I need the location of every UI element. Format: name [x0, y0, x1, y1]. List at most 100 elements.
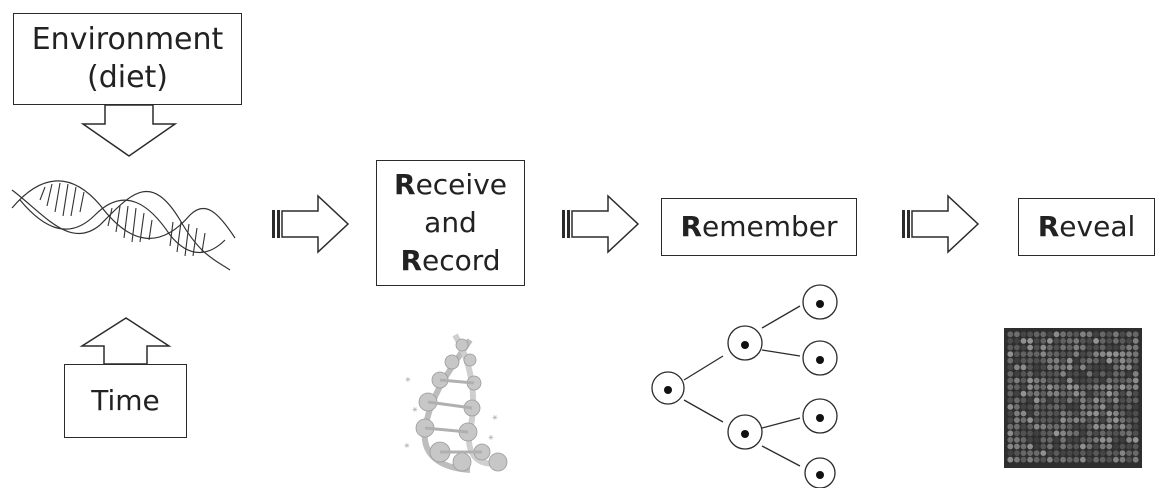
array-spot [1106, 357, 1113, 364]
array-spot [1053, 404, 1060, 410]
array-spot [1126, 417, 1132, 423]
array-spot [1086, 430, 1093, 437]
array-spot [1033, 390, 1040, 397]
array-spot [1053, 351, 1060, 357]
array-spot [1132, 351, 1139, 357]
array-spot [1033, 417, 1040, 423]
array-spot [1073, 450, 1080, 456]
array-spot [1040, 430, 1047, 437]
array-spot [1106, 450, 1113, 456]
array-spot [1126, 443, 1132, 450]
array-spot [1126, 397, 1132, 404]
array-spot [1099, 390, 1106, 397]
array-spot [1033, 331, 1040, 338]
array-spot [1020, 404, 1027, 410]
array-spot [1027, 417, 1033, 423]
array-spot [1060, 338, 1066, 344]
array-spot [1126, 338, 1132, 344]
array-spot [1040, 404, 1047, 410]
array-spot [1047, 456, 1053, 463]
array-spot [1113, 430, 1119, 437]
array-spot [1113, 410, 1119, 417]
array-spot [1080, 417, 1086, 423]
array-spot [1047, 417, 1053, 423]
array-spot [1080, 377, 1086, 384]
array-spot [1126, 351, 1132, 357]
array-spot [1086, 390, 1093, 397]
array-spot [1027, 397, 1033, 404]
array-spot [1007, 364, 1014, 371]
array-spot [1080, 351, 1086, 357]
array-spot [1040, 357, 1047, 364]
array-spot [1053, 410, 1060, 417]
array-spot [1106, 364, 1113, 371]
array-spot [1014, 338, 1020, 344]
array-spot [1014, 357, 1020, 364]
array-spot [1080, 423, 1086, 430]
array-spot [1080, 450, 1086, 456]
time-up-arrow-icon [79, 317, 172, 365]
array-spot [1132, 456, 1139, 463]
array-spot [1119, 377, 1126, 384]
array-spot [1066, 417, 1073, 423]
array-spot [1106, 437, 1113, 443]
array-spot [1053, 344, 1060, 351]
array-spot [1113, 423, 1119, 430]
array-spot [1014, 456, 1020, 463]
array-spot [1073, 344, 1080, 351]
array-spot [1093, 443, 1099, 450]
array-spot [1126, 437, 1132, 443]
array-spot [1007, 377, 1014, 384]
array-spot [1099, 397, 1106, 404]
array-spot [1119, 423, 1126, 430]
array-spot [1099, 351, 1106, 357]
array-spot [1119, 410, 1126, 417]
array-spot [1007, 390, 1014, 397]
receive-record-box: Receive and Record [376, 160, 525, 286]
array-spot [1073, 397, 1080, 404]
and-label: and [424, 206, 477, 239]
array-spot [1020, 371, 1027, 377]
array-spot [1007, 384, 1014, 390]
array-spot [1007, 430, 1014, 437]
array-spot [1132, 344, 1139, 351]
array-spot [1073, 338, 1080, 344]
array-spot [1066, 443, 1073, 450]
array-spot [1132, 450, 1139, 456]
array-spot [1066, 404, 1073, 410]
array-spot [1053, 417, 1060, 423]
array-spot [1132, 423, 1139, 430]
array-spot [1113, 357, 1119, 364]
svg-text:✳: ✳ [404, 442, 410, 450]
array-spot [1040, 371, 1047, 377]
array-spot [1119, 437, 1126, 443]
array-spot [1099, 443, 1106, 450]
array-spot [1086, 417, 1093, 423]
array-spot [1027, 357, 1033, 364]
environment-label: Environment [31, 22, 224, 57]
microarray-heatmap-icon [1004, 328, 1142, 468]
array-spot [1106, 404, 1113, 410]
array-spot [1047, 430, 1053, 437]
array-spot [1020, 338, 1027, 344]
array-spot [1099, 423, 1106, 430]
array-spot [1093, 437, 1099, 443]
remember-box: Remember [661, 198, 857, 256]
array-spot [1126, 430, 1132, 437]
array-spot [1014, 410, 1020, 417]
array-spot [1027, 351, 1033, 357]
array-spot [1113, 397, 1119, 404]
array-spot [1073, 364, 1080, 371]
array-spot [1132, 410, 1139, 417]
array-spot [1007, 450, 1014, 456]
array-spot [1027, 430, 1033, 437]
arrow-to-remember-icon [562, 194, 640, 254]
array-spot [1047, 423, 1053, 430]
array-spot [1119, 443, 1126, 450]
array-spot [1007, 456, 1014, 463]
array-spot [1119, 397, 1126, 404]
array-spot [1053, 338, 1060, 344]
array-spot [1040, 377, 1047, 384]
svg-text:✳: ✳ [412, 406, 418, 414]
reveal-label: Reveal [1037, 210, 1136, 243]
